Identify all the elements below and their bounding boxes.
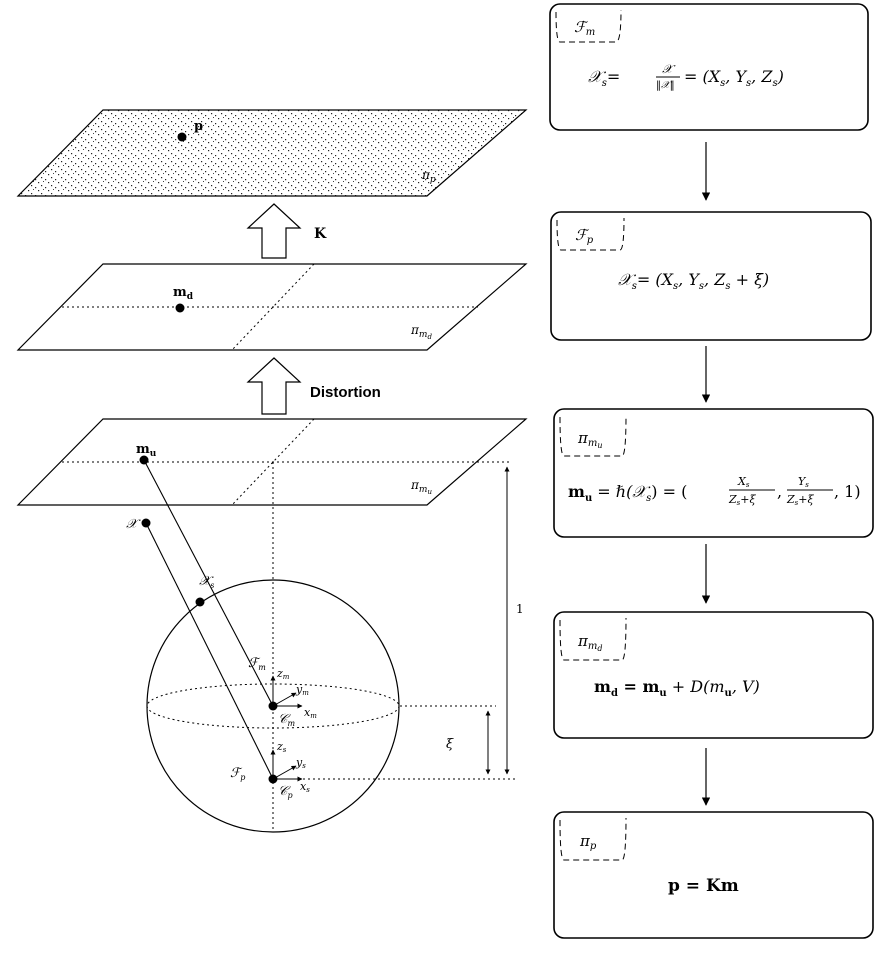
box-Fm-tag: ℱm bbox=[574, 18, 595, 38]
center-Cm-label: 𝒞m bbox=[278, 712, 295, 728]
box-Fm: ℱm 𝒳s= 𝒳 ‖𝒳‖ = (Xs, Ys, Zs) bbox=[549, 3, 869, 131]
box-pi-p-tag: πp bbox=[579, 832, 597, 852]
frame-m: ℱm zm ym xm 𝒞m bbox=[248, 656, 317, 728]
box-pi-md: πmd md = mu + D(mu, V) bbox=[553, 611, 874, 739]
frame-p-label: ℱp bbox=[230, 766, 245, 782]
dimension-xi: ξ bbox=[446, 710, 491, 775]
svg-text:Xs: Xs bbox=[737, 475, 750, 489]
point-mu bbox=[139, 455, 149, 465]
axis-zs-label: zs bbox=[276, 740, 287, 754]
projection-rays bbox=[143, 459, 274, 780]
box-pi-p: πp p = Km bbox=[553, 811, 874, 939]
center-Cp-label: 𝒞p bbox=[278, 784, 293, 800]
point-p bbox=[177, 132, 187, 142]
arrow-K: K bbox=[246, 203, 327, 259]
axis-ym-label: ym bbox=[295, 683, 309, 697]
axis-xs-label: xs bbox=[300, 780, 310, 794]
equation-camera: p = Km bbox=[668, 876, 739, 896]
plane-pi-mu-label: πmu bbox=[410, 478, 432, 496]
dimension-one-label: 1 bbox=[516, 602, 524, 616]
equation-distortion: md = mu + D(mu, V) bbox=[594, 677, 760, 699]
arrow-distortion-label: Distortion bbox=[310, 384, 381, 401]
box-pi-md-tag: πmd bbox=[577, 632, 602, 653]
arrow-K-label: K bbox=[314, 226, 327, 242]
box-Fp: ℱp 𝒳s= (Xs, Ys, Zs + ξ) bbox=[550, 211, 872, 341]
point-Xs bbox=[195, 597, 205, 607]
box-pi-mu: πmu mu = ℏ(𝒳s) = ( Xs Zs+ξ , Ys Zs+ξ , 1… bbox=[553, 408, 874, 538]
dimension-xi-label: ξ bbox=[446, 737, 454, 752]
box-pi-mu-tag: πmu bbox=[577, 429, 603, 450]
dimension-one: 1 bbox=[504, 466, 524, 775]
equation-shift: 𝒳s= (Xs, Ys, Zs + ξ) bbox=[618, 270, 769, 292]
axis-xm-label: xm bbox=[304, 706, 317, 720]
svg-text:‖𝒳‖: ‖𝒳‖ bbox=[656, 80, 675, 91]
svg-text:mu = ℏ(𝒳s) = (: mu = ℏ(𝒳s) = ( bbox=[568, 482, 687, 504]
unit-sphere bbox=[146, 462, 515, 833]
axis-ys-label: ys bbox=[295, 756, 306, 770]
frame-m-label: ℱm bbox=[248, 656, 266, 672]
point-md-label: md bbox=[173, 285, 194, 302]
frame-p: ℱp zs ys xs 𝒞p bbox=[230, 740, 310, 800]
equation-projection: mu = ℏ(𝒳s) = ( Xs Zs+ξ , Ys Zs+ξ , 1) bbox=[568, 475, 861, 507]
plane-pi-mu: πmu bbox=[16, 418, 528, 506]
svg-text:, 1): , 1) bbox=[834, 482, 861, 501]
plane-pi-md: md πmd bbox=[16, 263, 528, 351]
svg-text:Zs+ξ: Zs+ξ bbox=[728, 493, 756, 507]
svg-text:= (Xs, Ys, Zs): = (Xs, Ys, Zs) bbox=[684, 67, 784, 89]
arrow-distortion: Distortion bbox=[246, 357, 381, 415]
point-Xs-label: 𝒳s bbox=[199, 574, 214, 590]
plane-pi-p: p πp bbox=[16, 109, 528, 197]
plane-pi-p-label: πp bbox=[421, 168, 436, 185]
plane-pi-md-label: πmd bbox=[410, 323, 432, 341]
point-p-label: p bbox=[194, 119, 203, 134]
box-Fp-tag: ℱp bbox=[575, 226, 594, 246]
point-X-label: 𝒳 bbox=[126, 517, 141, 532]
svg-text:Ys: Ys bbox=[798, 475, 809, 489]
svg-text:,: , bbox=[777, 482, 782, 501]
point-mu-label: mu bbox=[136, 442, 157, 459]
svg-text:Zs+ξ: Zs+ξ bbox=[786, 493, 814, 507]
point-md bbox=[175, 303, 185, 313]
axis-zm-label: zm bbox=[276, 667, 290, 681]
point-X bbox=[141, 518, 151, 528]
